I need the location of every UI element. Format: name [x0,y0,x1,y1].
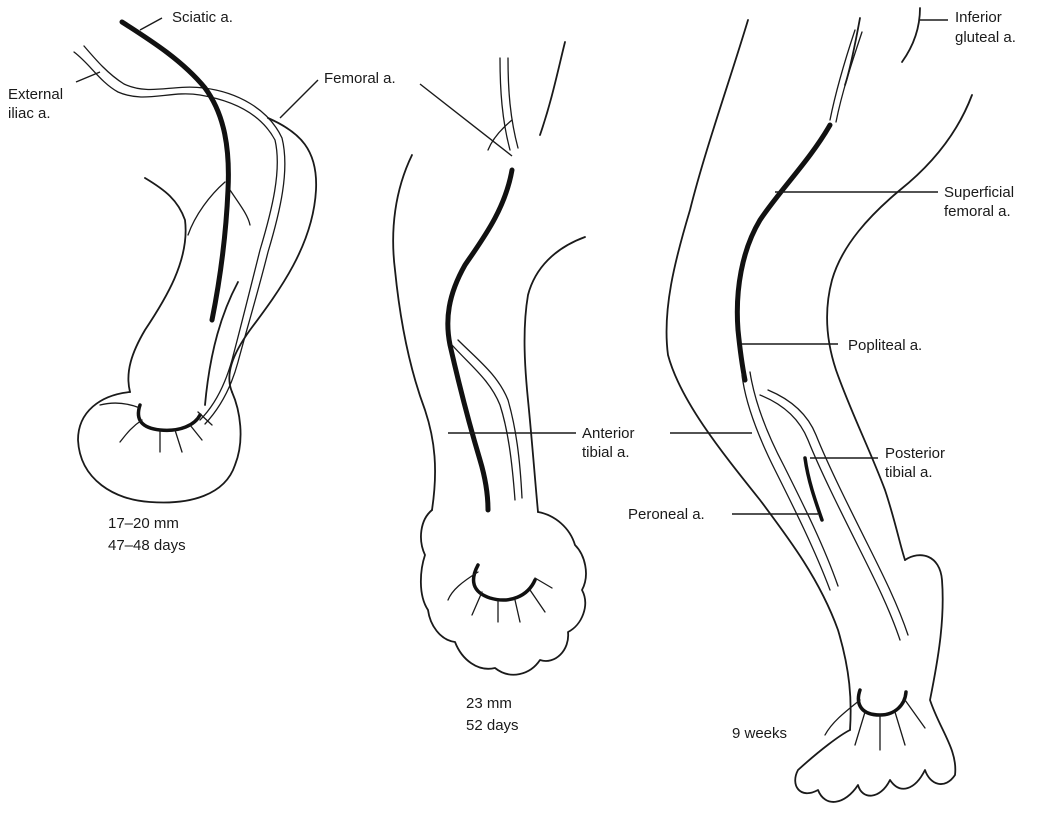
stage-1-size: 17–20 mm [108,515,179,532]
limb-1-foot-paddle [78,392,241,503]
leader-femoral-1 [280,80,318,118]
limb-3-outline-mid [845,18,860,85]
label-external-iliac-line1: External [8,86,63,103]
inferior-gluteal-curve [902,8,920,62]
limb-3-outline-right [827,95,972,560]
label-posterior-tibial-line2: tibial a. [885,464,933,481]
popliteal-tibial-outline-3 [742,372,838,590]
limb-1-outline-left [128,178,185,392]
anterior-tibial-artery-2 [452,340,522,500]
limb-1-inner-fold [205,282,238,405]
label-superficial-femoral-line1: Superficial [944,184,1014,201]
label-femoral-artery: Femoral a. [324,70,396,87]
stage-1-age: 47–48 days [108,537,186,554]
leader-sciatic [140,18,162,30]
limb-2-hip-curve [540,42,565,135]
stage-2-age: 52 days [466,717,519,734]
label-peroneal-artery: Peroneal a. [628,506,705,523]
label-inferior-gluteal-line2: gluteal a. [955,29,1016,46]
posterior-tibial-artery-3 [760,390,908,640]
limb-1-outline-right [229,118,316,392]
superficial-femoral-artery-3 [737,125,830,380]
label-popliteal-artery: Popliteal a. [848,337,922,354]
femoral-artery-1-outline [84,46,285,424]
label-external-iliac-line2: iliac a. [8,105,51,122]
external-iliac-artery-1 [74,52,277,420]
label-anterior-tibial-line2: tibial a. [582,444,630,461]
limb-2-outline-left [393,155,435,510]
limb-3-foot [795,555,955,802]
limb-2-outline-right [525,237,585,512]
stage-2-size: 23 mm [466,695,512,712]
limb-3-outline-left [667,20,851,730]
digit-branches-1 [100,403,212,452]
limb-2-foot [421,510,586,675]
label-sciatic-artery: Sciatic a. [172,9,233,26]
label-anterior-tibial-line1: Anterior [582,425,635,442]
label-superficial-femoral-line2: femoral a. [944,203,1011,220]
foot-arch-3 [858,690,906,715]
digit-branches-3 [825,700,925,750]
digit-branches-2 [448,572,552,622]
leader-external-iliac [76,72,100,82]
limb-stage-1 [74,22,316,503]
limb-stage-2 [393,42,586,675]
label-posterior-tibial-line1: Posterior [885,445,945,462]
femoral-artery-3 [830,30,862,122]
sciatic-branch-1 [188,182,250,235]
foot-arch-2 [474,565,535,600]
leader-femoral-2 [420,84,512,156]
femoral-artery-2 [500,58,518,150]
limb-stage-3 [667,8,972,802]
label-inferior-gluteal-line1: Inferior [955,9,1002,26]
stage-3-age: 9 weeks [732,725,787,742]
